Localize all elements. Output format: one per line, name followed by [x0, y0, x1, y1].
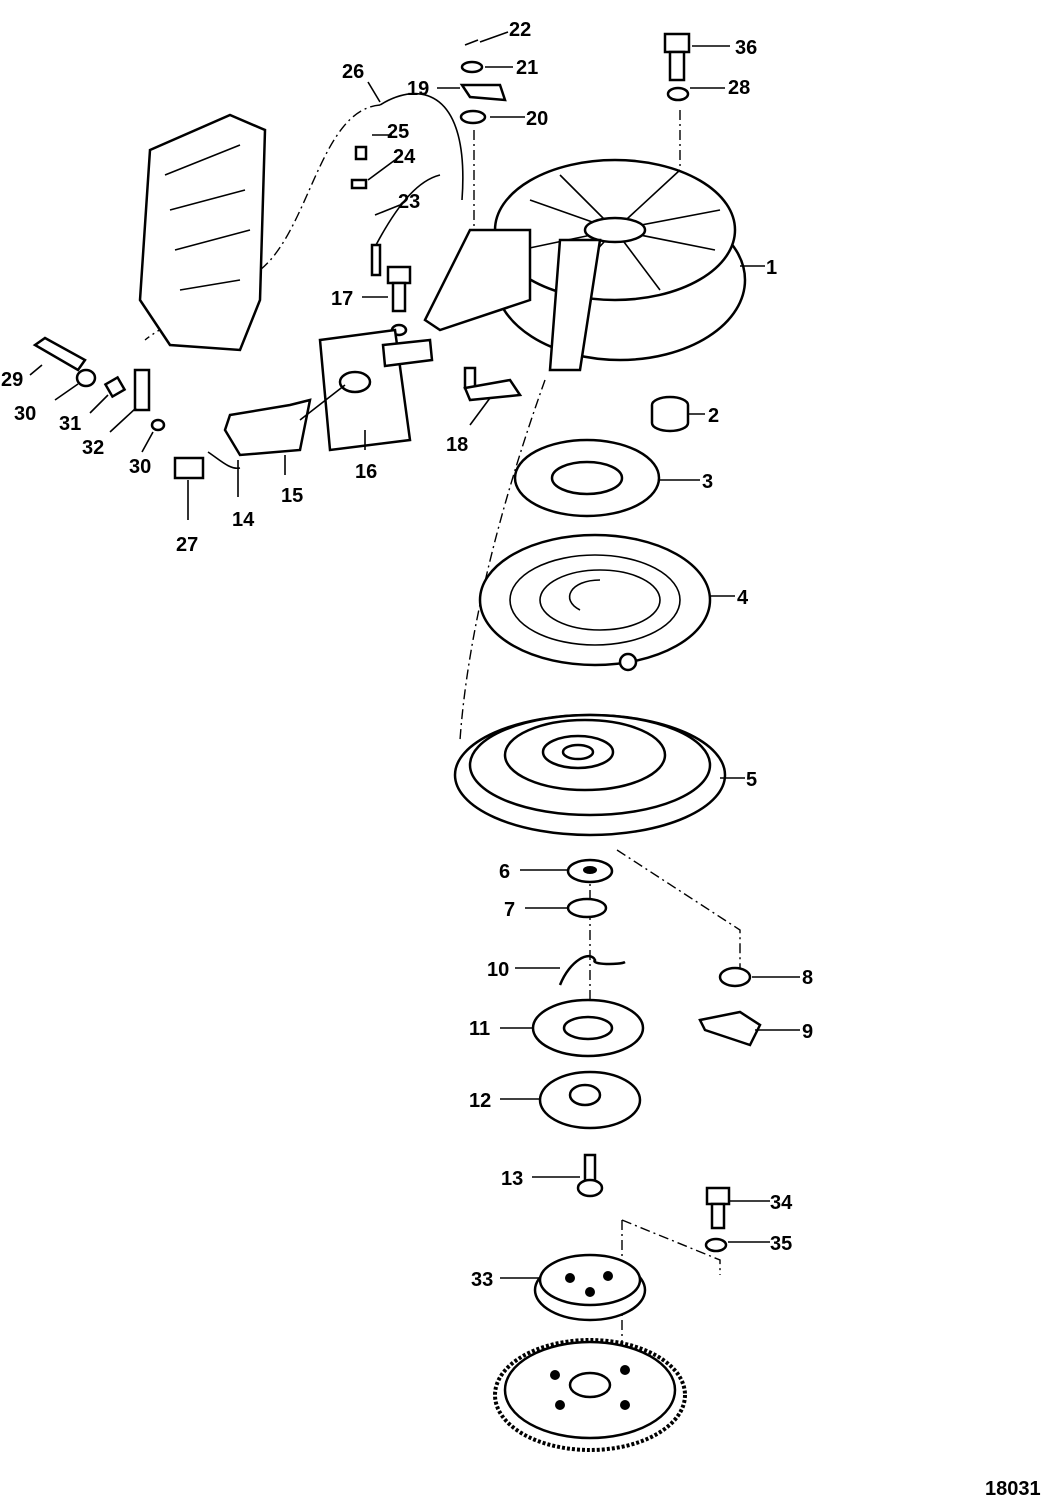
callout-15: 15	[281, 485, 303, 507]
bracket-plate	[138, 113, 267, 352]
callout-30b: 30	[129, 456, 151, 478]
callout-22: 22	[509, 19, 531, 41]
parts-29-32-hardware	[32, 336, 166, 432]
callout-29: 29	[1, 369, 23, 391]
part-34-bolt	[705, 1186, 731, 1230]
part-27-cap	[173, 456, 205, 480]
callout-23: 23	[398, 191, 420, 213]
callout-36: 36	[735, 37, 757, 59]
part-4-spring	[478, 533, 712, 672]
parts-23-26-cables	[350, 92, 464, 277]
callout-19: 19	[407, 78, 429, 100]
part-1-starter-housing	[423, 158, 747, 372]
callout-27: 27	[176, 534, 198, 556]
callout-28: 28	[728, 77, 750, 99]
part-28-washer	[666, 86, 690, 102]
leader-lines	[29, 31, 800, 1279]
callout-5: 5	[746, 769, 757, 791]
callout-13: 13	[501, 1168, 523, 1190]
flywheel	[493, 1338, 687, 1452]
callout-25: 25	[387, 121, 409, 143]
part-7-retaining-ring	[566, 897, 608, 919]
callout-14: 14	[232, 509, 255, 531]
figure-number: 18031	[985, 1478, 1041, 1500]
callout-12: 12	[469, 1090, 491, 1112]
callout-20: 20	[526, 108, 548, 130]
part-14-rope	[207, 451, 241, 470]
part-2-bushing	[650, 395, 690, 433]
callout-16: 16	[355, 461, 377, 483]
callout-2: 2	[708, 405, 719, 427]
callout-labels: 22 21 19 20 26 25 24 23 36 28 1 17 29 30…	[1, 19, 813, 1291]
callout-9: 9	[802, 1021, 813, 1043]
callout-4: 4	[737, 587, 749, 609]
callout-8: 8	[802, 967, 813, 989]
part-8-spring	[718, 966, 752, 988]
part-11-washer	[531, 998, 645, 1058]
callout-33: 33	[471, 1269, 493, 1291]
callout-11: 11	[469, 1018, 490, 1040]
part-33-starter-cup	[533, 1253, 647, 1322]
callout-18: 18	[446, 434, 468, 456]
part-10-spring-clip	[558, 954, 626, 986]
callout-21: 21	[516, 57, 538, 79]
callout-17: 17	[331, 288, 353, 310]
part-17-bolt	[386, 265, 412, 337]
callout-7: 7	[504, 899, 515, 921]
part-18-pin	[463, 366, 523, 402]
part-9-pawl	[698, 1010, 762, 1047]
callout-34: 34	[770, 1192, 793, 1214]
parts-19-22-clip	[459, 39, 507, 125]
callout-32: 32	[82, 437, 104, 459]
callout-24: 24	[393, 146, 416, 168]
callout-31: 31	[59, 413, 81, 435]
callout-26: 26	[342, 61, 364, 83]
part-3-washer	[513, 438, 661, 518]
callout-3: 3	[702, 471, 713, 493]
part-5-pulley	[453, 713, 727, 837]
part-35-washer	[704, 1237, 728, 1253]
part-6-washer	[566, 858, 614, 884]
part-36-bolt	[663, 32, 691, 82]
callout-10: 10	[487, 959, 509, 981]
callout-1: 1	[766, 257, 777, 279]
part-13-screw	[576, 1153, 604, 1198]
part-15-handle	[223, 398, 312, 457]
callout-6: 6	[499, 861, 510, 883]
callout-30: 30	[14, 403, 36, 425]
part-12-drive-plate	[538, 1070, 642, 1130]
callout-35: 35	[770, 1233, 792, 1255]
